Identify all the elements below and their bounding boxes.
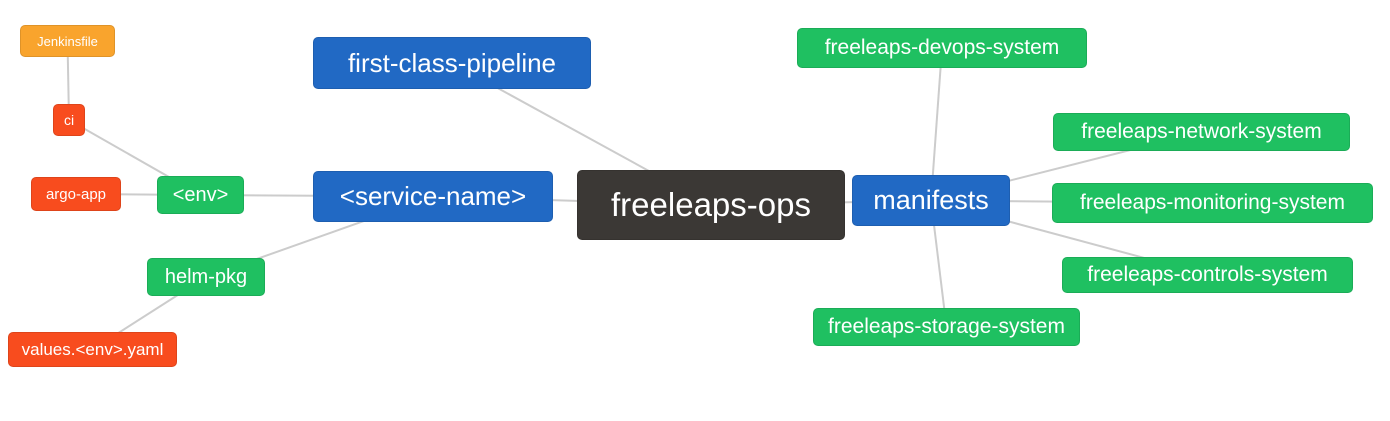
node-label: <env> <box>172 183 229 206</box>
node-manifests[interactable]: manifests <box>852 175 1010 226</box>
node-label: freeleaps-storage-system <box>828 315 1065 338</box>
node-label: ci <box>63 112 75 128</box>
node-label: values.<env>.yaml <box>21 339 164 359</box>
node-label: freeleaps-devops-system <box>824 36 1060 59</box>
node-ci[interactable]: ci <box>53 104 85 136</box>
node-freeleaps-ops-root[interactable]: freeleaps-ops <box>577 170 845 240</box>
node-argo-app[interactable]: argo-app <box>31 177 121 211</box>
node-values-env-yaml[interactable]: values.<env>.yaml <box>8 332 177 367</box>
node-freeleaps-network-system[interactable]: freeleaps-network-system <box>1053 113 1350 151</box>
node-label: <service-name> <box>339 181 527 211</box>
node-label: freeleaps-network-system <box>1081 120 1322 143</box>
node-freeleaps-monitoring-system[interactable]: freeleaps-monitoring-system <box>1052 183 1373 223</box>
node-label: Jenkinsfile <box>37 33 98 49</box>
node-freeleaps-storage-system[interactable]: freeleaps-storage-system <box>813 308 1080 346</box>
node-label: manifests <box>873 185 989 215</box>
node-label: helm-pkg <box>164 265 248 288</box>
node-label: freeleaps-controls-system <box>1087 263 1328 286</box>
node-service-name[interactable]: <service-name> <box>313 171 553 222</box>
node-freeleaps-controls-system[interactable]: freeleaps-controls-system <box>1062 257 1353 293</box>
node-label: freeleaps-monitoring-system <box>1080 191 1345 214</box>
node-label: first-class-pipeline <box>347 47 557 78</box>
node-label: freeleaps-ops <box>611 186 811 223</box>
node-jenkinsfile[interactable]: Jenkinsfile <box>20 25 115 57</box>
node-label: argo-app <box>45 185 107 203</box>
node-env[interactable]: <env> <box>157 176 244 214</box>
node-first-class-pipeline[interactable]: first-class-pipeline <box>313 37 591 89</box>
node-freeleaps-devops-system[interactable]: freeleaps-devops-system <box>797 28 1087 68</box>
node-helm-pkg[interactable]: helm-pkg <box>147 258 265 296</box>
